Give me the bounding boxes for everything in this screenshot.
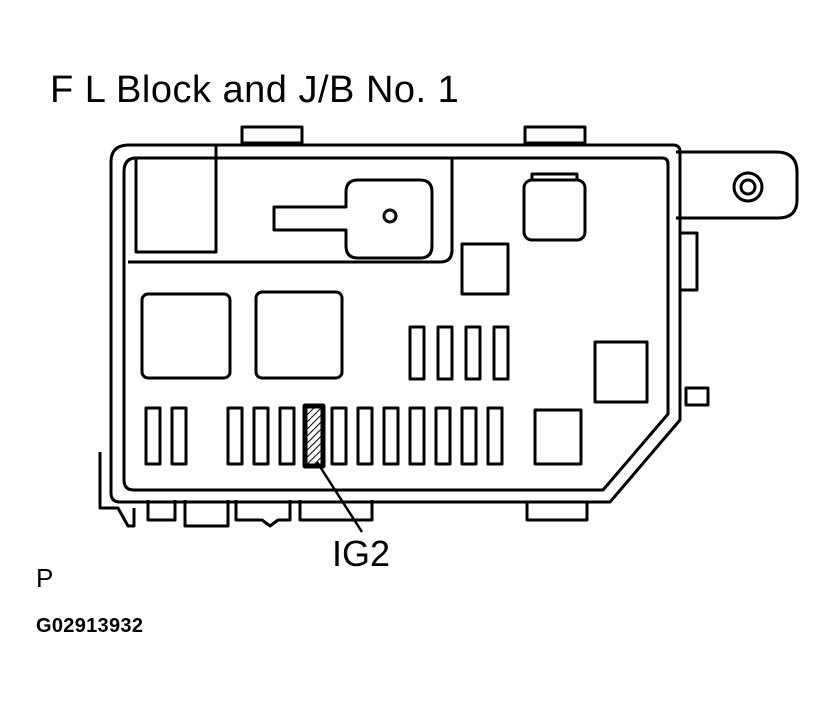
bottom-tab-right <box>525 500 589 522</box>
ig2-leader-line <box>315 461 364 533</box>
bottom-foot-4 <box>234 500 292 528</box>
ig2-callout-label: IG2 <box>332 533 391 574</box>
side-connector-lower <box>684 386 710 407</box>
mounting-ear <box>676 150 799 220</box>
view-label: P <box>36 563 54 593</box>
large-relay-2 <box>254 290 344 380</box>
lower-fuse-row <box>144 406 504 466</box>
top-tab-left <box>240 125 304 145</box>
large-relay-1 <box>140 292 232 380</box>
housing-outline <box>109 143 682 504</box>
relay-right-upper <box>593 340 649 404</box>
bottom-foot-1 <box>98 452 136 528</box>
bottom-foot-2 <box>146 500 177 522</box>
side-connector-upper <box>678 231 699 292</box>
bottom-foot-5 <box>298 500 374 522</box>
relay-right-lower <box>533 408 583 466</box>
relay-top-right <box>522 178 587 242</box>
upper-deck-edge <box>128 158 454 264</box>
mounting-hole <box>732 171 764 203</box>
figure-code: G02913932 <box>36 615 144 637</box>
top-tab-right <box>523 125 587 145</box>
relay-terminal <box>272 178 434 260</box>
housing-rim <box>122 156 670 492</box>
upper-fuse-row <box>408 325 510 381</box>
small-relay <box>460 242 510 296</box>
bottom-foot-3 <box>183 500 230 528</box>
diagram-title: F L Block and J/B No. 1 <box>50 69 460 111</box>
ig2-fuse-highlight <box>302 403 326 469</box>
